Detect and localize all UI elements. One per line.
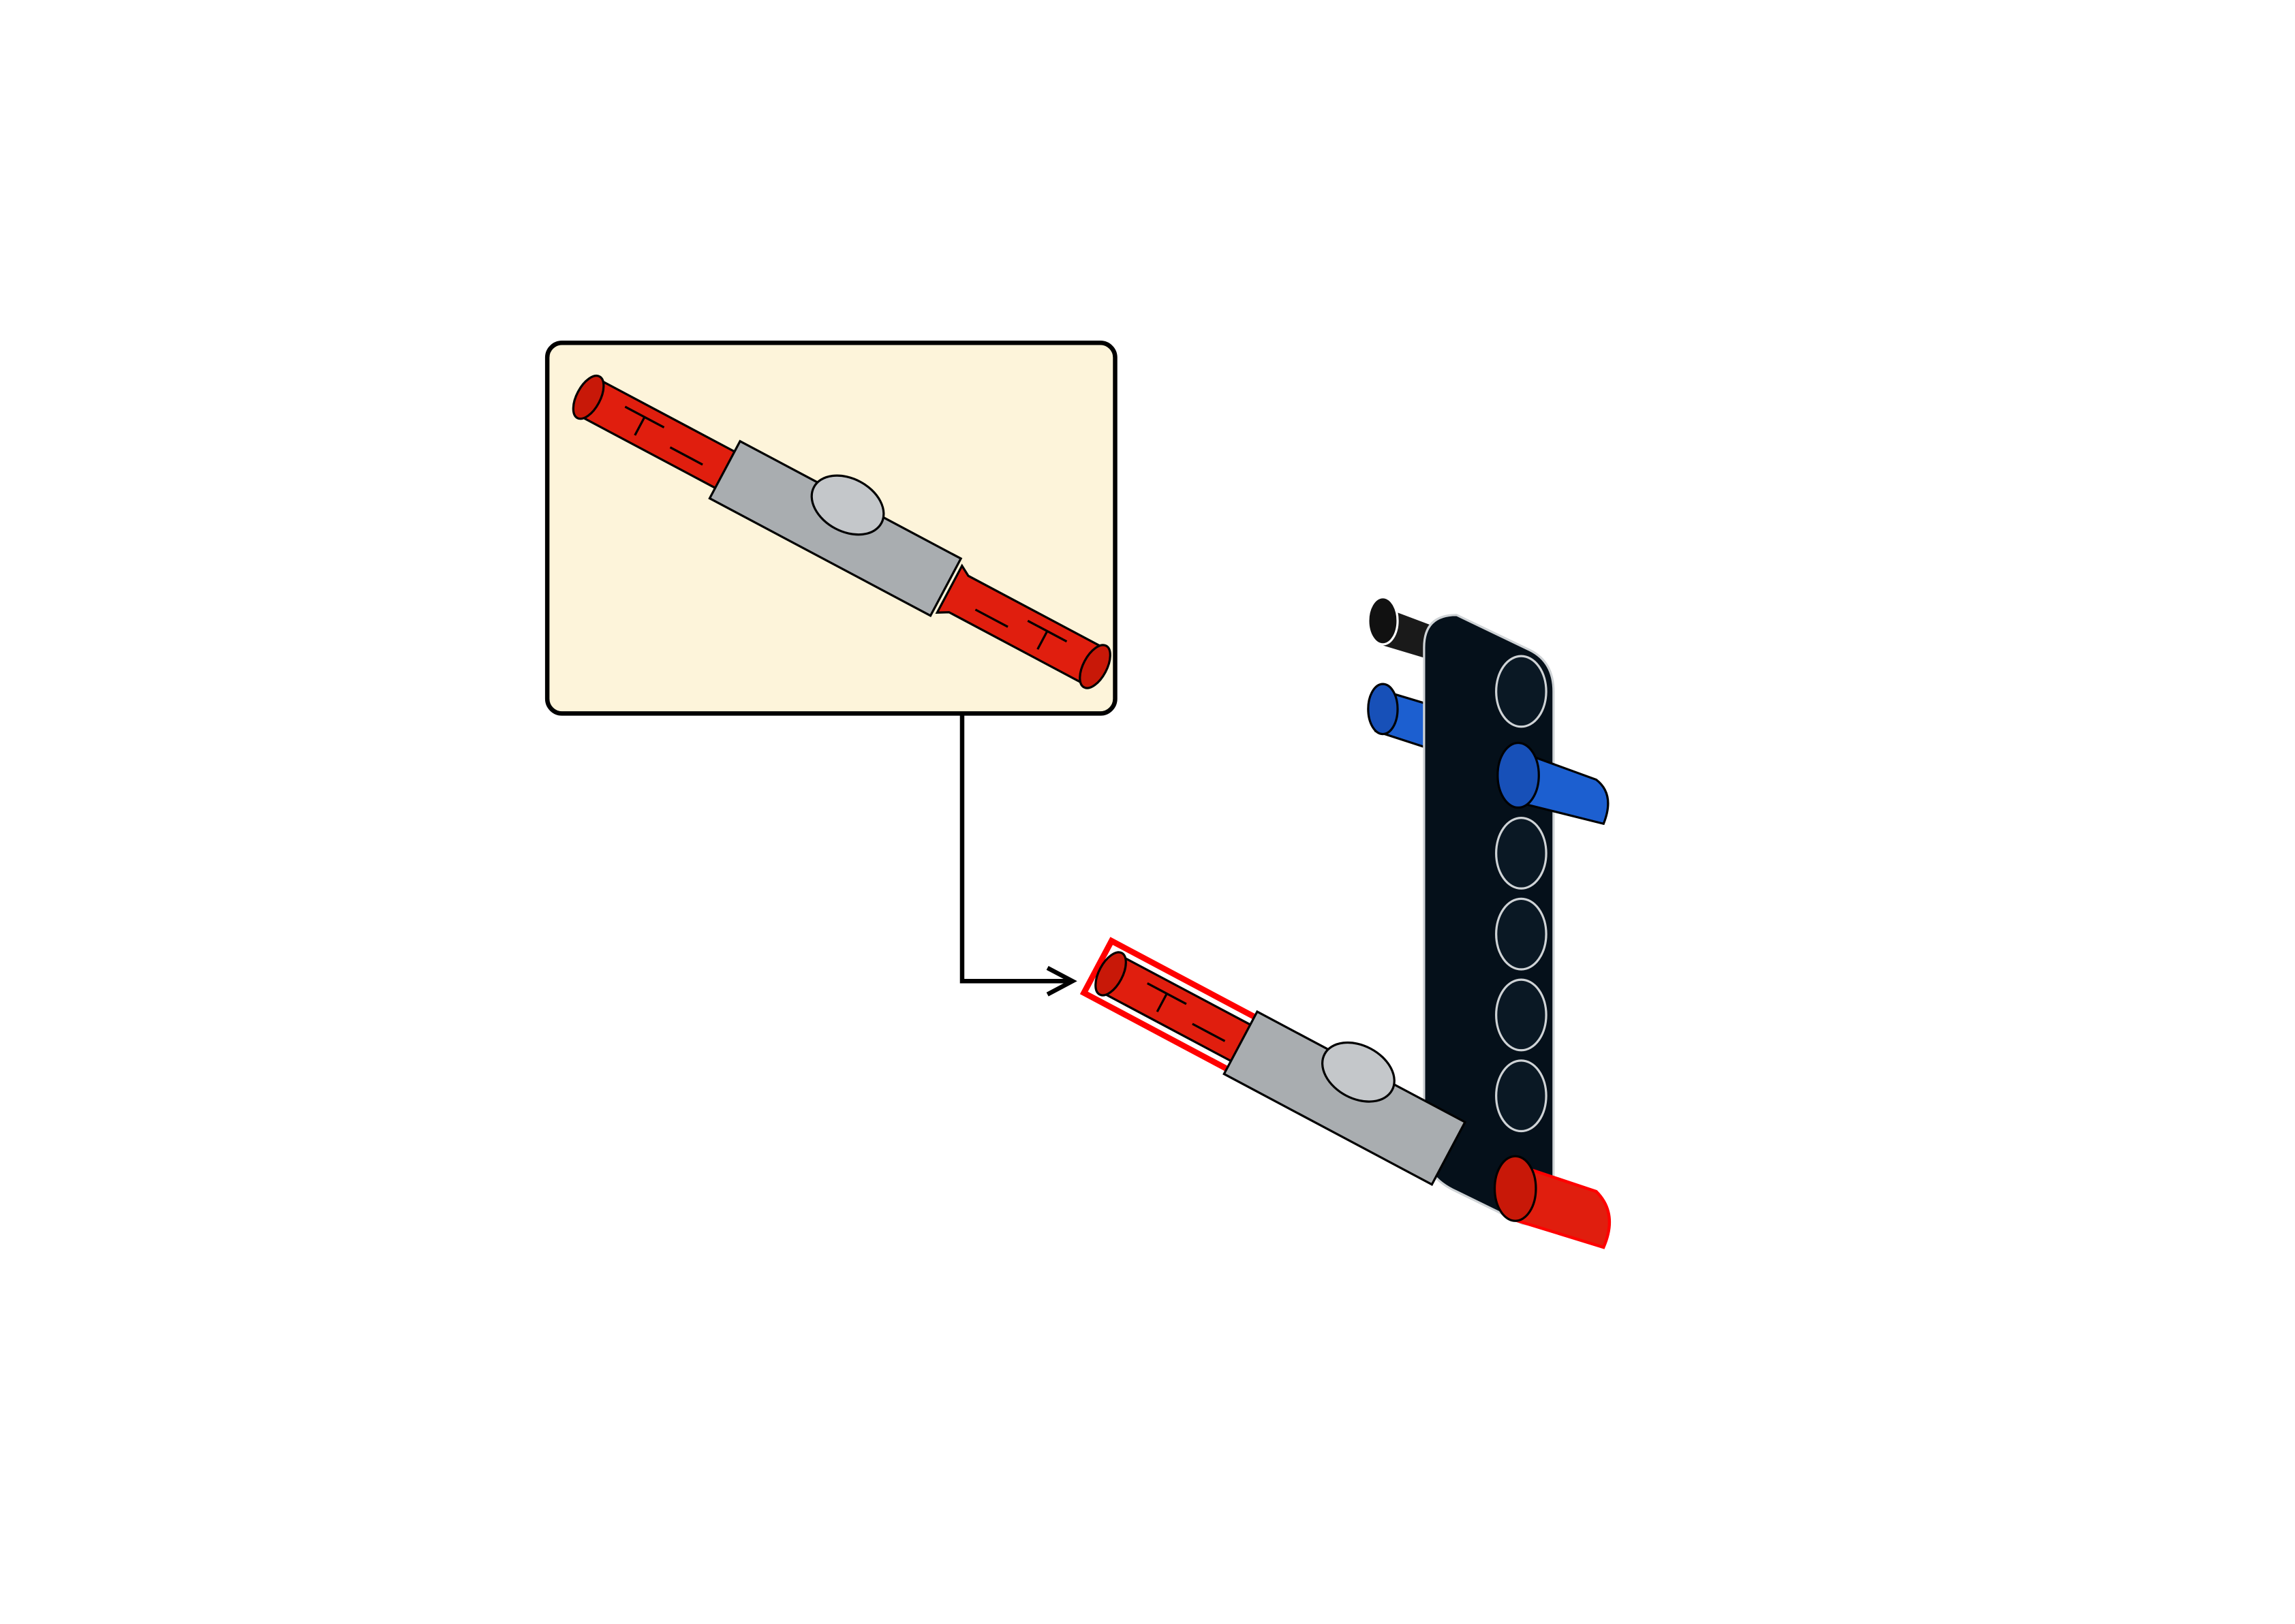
callout-box: [544, 341, 1120, 716]
connector-hole: [810, 474, 885, 536]
blue-pin-back: [1367, 683, 1436, 752]
callout-subassembly: [564, 367, 1120, 697]
beam-holes: [1495, 655, 1547, 1133]
callout-arrow: [959, 713, 1077, 997]
new-subassembly: [1079, 937, 1467, 1186]
arrowhead-icon: [1046, 965, 1077, 997]
main-model: [1079, 596, 1612, 1249]
red-pin-front: [1493, 1155, 1612, 1249]
blue-pin-front: [1496, 741, 1609, 826]
connector-hole: [1321, 1041, 1396, 1103]
